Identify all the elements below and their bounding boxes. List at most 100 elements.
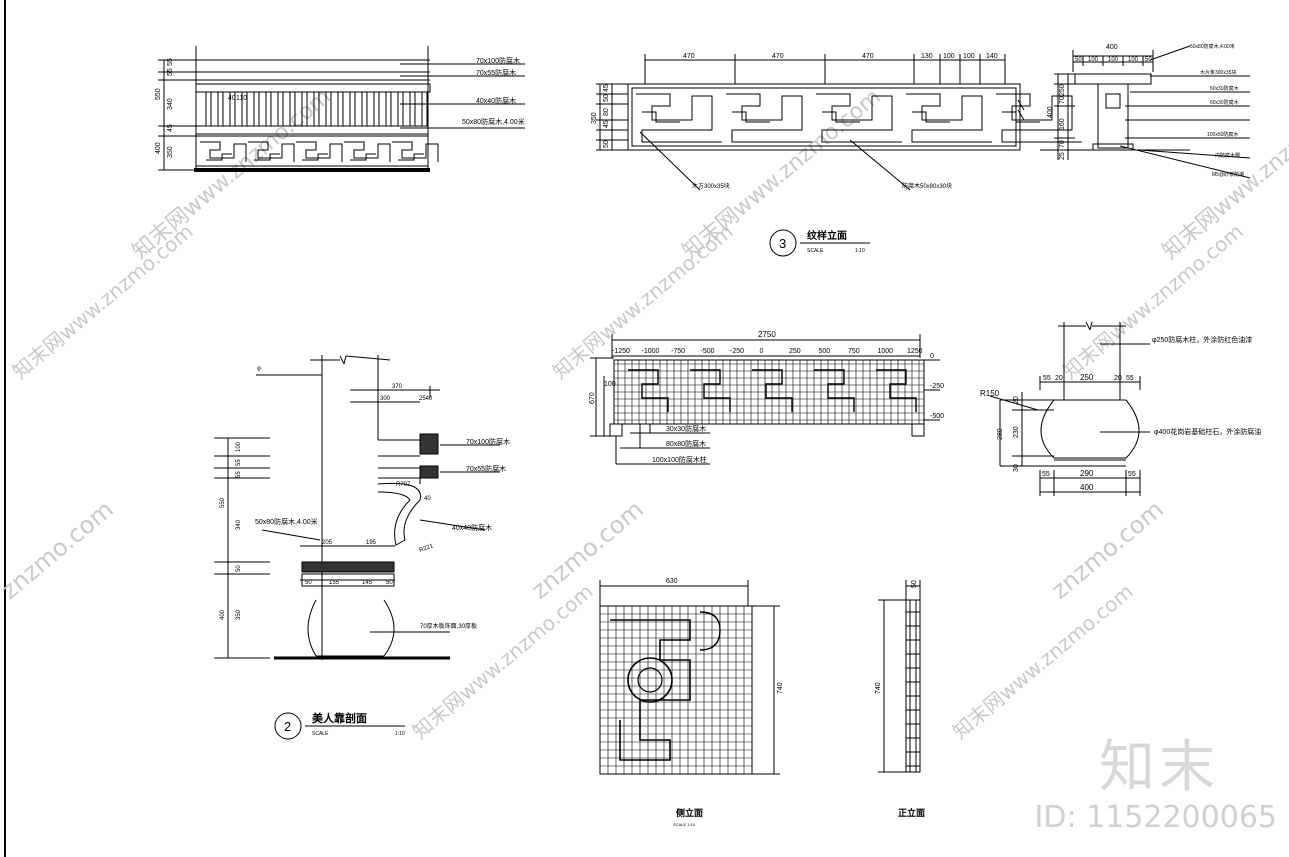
dim: 250 (1080, 373, 1094, 382)
dim: 50 (603, 94, 610, 102)
view-title: 纹样立面 (807, 229, 847, 242)
pattern-elevation (596, 54, 1082, 257)
dim: 470 (772, 53, 784, 60)
dim: 80 (603, 108, 610, 116)
fret-pattern (732, 111, 770, 123)
scale-value: 1:10 (395, 731, 405, 737)
view-title: 正立面 (898, 807, 925, 818)
watermark-text: 知末网www.znzmo.com (948, 579, 1138, 744)
dim: 740 (777, 682, 784, 694)
dim: 470 (683, 53, 695, 60)
dim: 110 (236, 95, 247, 102)
label: 木片条300x35块 (1200, 69, 1236, 76)
fret-pattern (398, 153, 424, 161)
view-title: 美人靠剖面 (312, 711, 367, 725)
dim: 20 (1055, 375, 1063, 382)
dim: 55 (236, 459, 242, 466)
axis-label: -250 (730, 348, 744, 355)
grid-front-view (590, 334, 940, 465)
side-elevation (599, 580, 780, 775)
watermark-url: znzmo.com (1046, 495, 1169, 604)
watermark-layer: 知末网www.znzmo.com 知末网www.znzmo.com 知末网www… (0, 84, 1289, 743)
scale-label: SCALE (807, 248, 824, 254)
label: 70x100防腐木 (476, 56, 520, 65)
baluster (361, 91, 368, 127)
watermark-text: 知末网www.znzmo.com (128, 84, 336, 264)
fret-pattern (200, 141, 247, 162)
dim: 400 (220, 609, 226, 620)
dim: 470 (862, 53, 874, 60)
axis-label: 1000 (878, 348, 894, 355)
dim: 20 (1013, 396, 1020, 404)
fret-pattern (816, 93, 902, 143)
image-id-watermark: ID: 1152200065 (1034, 800, 1277, 835)
dim: 400 (1080, 483, 1094, 492)
fret-pattern (350, 153, 376, 161)
fret-pattern (752, 369, 793, 412)
fret-pattern (822, 111, 860, 123)
dim: 400 (1047, 106, 1054, 118)
dim: 550 (220, 497, 226, 508)
fret-pattern (642, 111, 680, 123)
fret-pattern (912, 111, 950, 123)
dim: 50 (236, 565, 242, 572)
baluster (409, 91, 416, 127)
label: 50x80防腐木,4.00米 (462, 117, 525, 126)
seat-back-section (214, 355, 500, 740)
label: 70x100防腐木 (466, 437, 510, 446)
post-section-text: 400 50 100 100 100 50 250 70 160 400 70 … (1047, 43, 1244, 178)
label: 100x100防腐木柱 (652, 455, 707, 464)
dim: 160 (1059, 118, 1066, 130)
column-base (989, 321, 1150, 496)
axis-label: 0 (760, 348, 764, 355)
post-section (1040, 45, 1251, 179)
fret-pattern (248, 141, 295, 162)
axis-label: 250 (789, 348, 801, 355)
column-base-text: φ250防腐木柱，外涂防红色油漆 φ400花岗岩基础柱石，外涂防腐油 55 20… (980, 335, 1261, 492)
fret-pattern (296, 141, 343, 162)
fret-pattern (876, 369, 917, 412)
radius: R221 (419, 543, 435, 554)
dim: 55 (1042, 471, 1050, 478)
dim: 55 (1128, 471, 1136, 478)
view-number: 3 (779, 236, 786, 251)
radius: R707 (396, 482, 411, 488)
pointer: φ (257, 366, 261, 372)
label: 50x80防腐木,4.00米 (255, 517, 318, 526)
dim: 45 (603, 120, 610, 128)
axis-label: 500 (819, 348, 831, 355)
dim: 140 (986, 53, 998, 60)
view-title: 侧立面 (676, 807, 703, 818)
axis-label: -750 (671, 348, 685, 355)
watermark-text: 知末网www.znzmo.com (1058, 219, 1248, 384)
label: 30x30防腐木 (666, 424, 706, 433)
dim: 45 (603, 84, 610, 92)
label: 80x80防腐木 (666, 439, 706, 448)
baluster (253, 91, 260, 127)
dim: 400 (1106, 44, 1118, 51)
label: 40x40防腐木 (476, 96, 516, 105)
baluster (349, 91, 356, 127)
baluster (397, 91, 404, 127)
level: 0 (930, 353, 934, 360)
dim: 70 (1059, 96, 1066, 104)
dim: 70 (1059, 140, 1066, 148)
dim: 30 (1013, 464, 1020, 472)
fret-pattern (690, 369, 731, 412)
fret-pattern (302, 153, 328, 161)
dim: 145 (362, 580, 373, 586)
fret-pattern (814, 369, 855, 412)
label: 70x55防腐木 (466, 464, 506, 473)
axis-label: -1250 (612, 348, 630, 355)
dim: 670 (589, 392, 596, 404)
side-elevation-text: 630 740 侧立面 SCALE 1:10 (666, 578, 784, 827)
dim: 280 (997, 428, 1004, 440)
label: 内防腐木脚 (1215, 152, 1240, 159)
baluster (217, 91, 224, 127)
dim: 40 (424, 496, 431, 502)
level: -500 (930, 413, 944, 420)
fret-pattern (344, 141, 391, 162)
drawing-frame (4, 0, 1289, 857)
baluster (265, 91, 272, 127)
fret-pattern (254, 153, 280, 161)
